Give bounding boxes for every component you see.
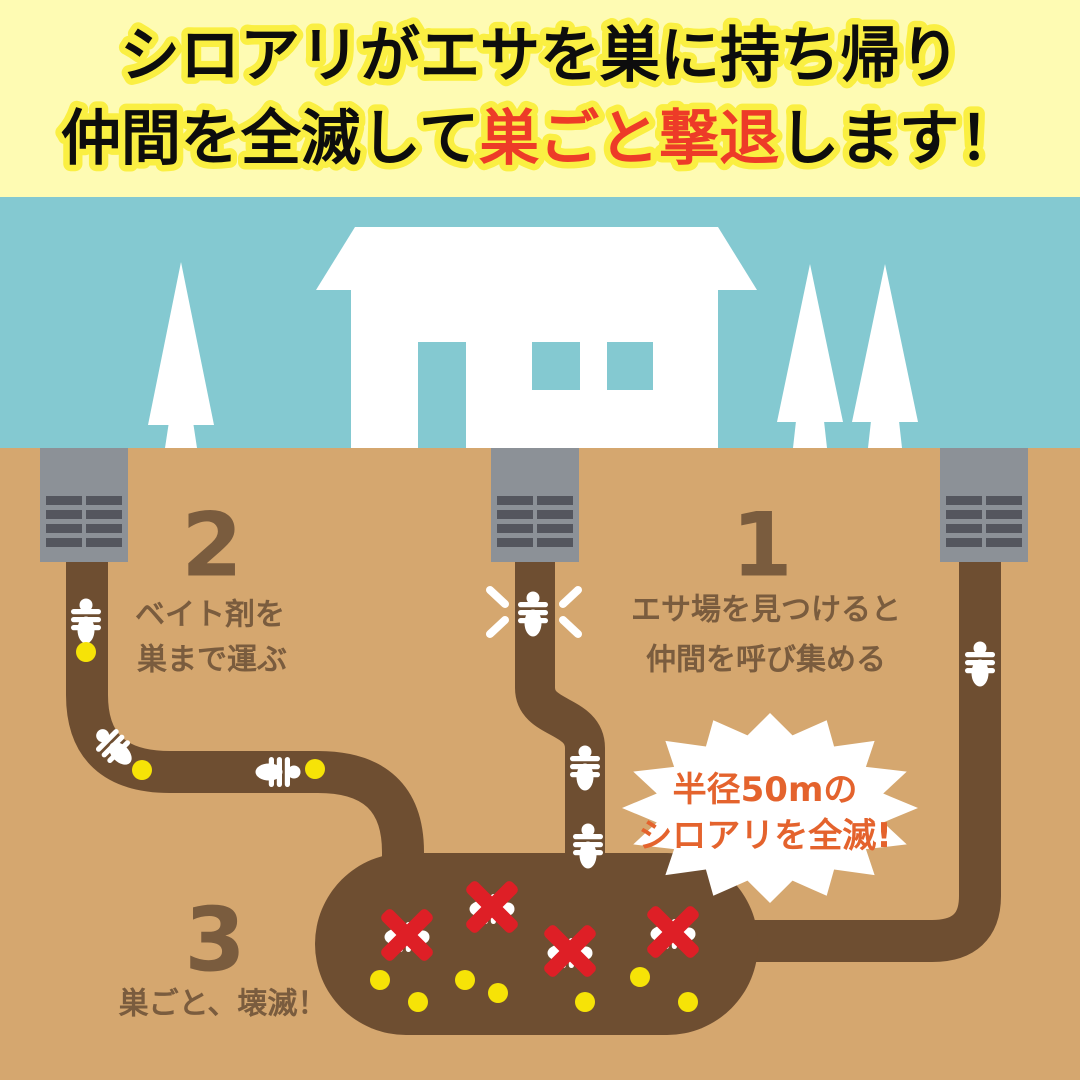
house-window-left [532,342,580,390]
bait-pellet [370,970,390,990]
step-2: 2 ベイト剤を 巣まで運ぶ [135,494,287,678]
title-line2-red: 巣ごと撃退 [479,104,779,174]
step-1-line-1: エサ場を見つけると [631,593,901,628]
house-door [418,342,466,448]
bait-pellet [305,759,325,779]
title-line-2: 仲間を全滅して巣ごと撃退します！ [61,104,1019,174]
alert-marks-icon [486,586,582,638]
step-3-number: 3 [184,889,245,992]
house-window-right [607,342,653,390]
step-3: 3 巣ごと、壊滅！ [119,889,328,1022]
bait-pellet [132,760,152,780]
step-1-line-2: 仲間を呼び集める [646,643,886,678]
tunnel-left [66,519,424,906]
bait-station-left [40,448,128,562]
step-1-number: 1 [731,494,792,597]
bait-pellet [76,642,96,662]
house-icon [316,227,757,448]
bait-pellet [488,983,508,1003]
title-banner: シロアリがエサを巣に持ち帰り 仲間を全滅して巣ごと撃退します！ [0,0,1080,197]
house-roof [316,227,757,290]
title-line2-black1: 仲間を全滅して [61,104,479,174]
bait-station-right [940,448,1028,562]
termite-nest [315,853,758,1035]
starburst-line-2: シロアリを全滅! [638,816,892,856]
starburst-callout: 半径50mの シロアリを全滅! [622,713,918,903]
tunnel-network [66,519,1001,962]
starburst-line-1: 半径50mの [673,770,858,810]
banner-background [0,0,1080,197]
step-1: 1 エサ場を見つけると 仲間を呼び集める [631,494,901,678]
step-3-line-1: 巣ごと、壊滅！ [119,987,328,1022]
tree-icon-right-1 [777,264,843,448]
bait-pellet [455,970,475,990]
tunnel-center [515,520,605,900]
title-line2-black2: します！ [779,104,1019,174]
bait-pellet [630,967,650,987]
bait-pellet [575,992,595,1012]
bait-pellets [76,642,698,1012]
step-2-line-2: 巣まで運ぶ [137,643,287,678]
tree-icon-left [148,262,214,448]
bait-station-center [491,448,579,562]
starburst-shape [622,713,918,903]
tree-icon-right-2 [852,264,918,448]
step-2-number: 2 [181,494,242,597]
tunnel-right [727,519,1001,962]
bait-pellet [678,992,698,1012]
bait-pellet [408,992,428,1012]
step-2-line-1: ベイト剤を [135,598,285,633]
title-line-1: シロアリがエサを巣に持ち帰り [120,21,960,91]
